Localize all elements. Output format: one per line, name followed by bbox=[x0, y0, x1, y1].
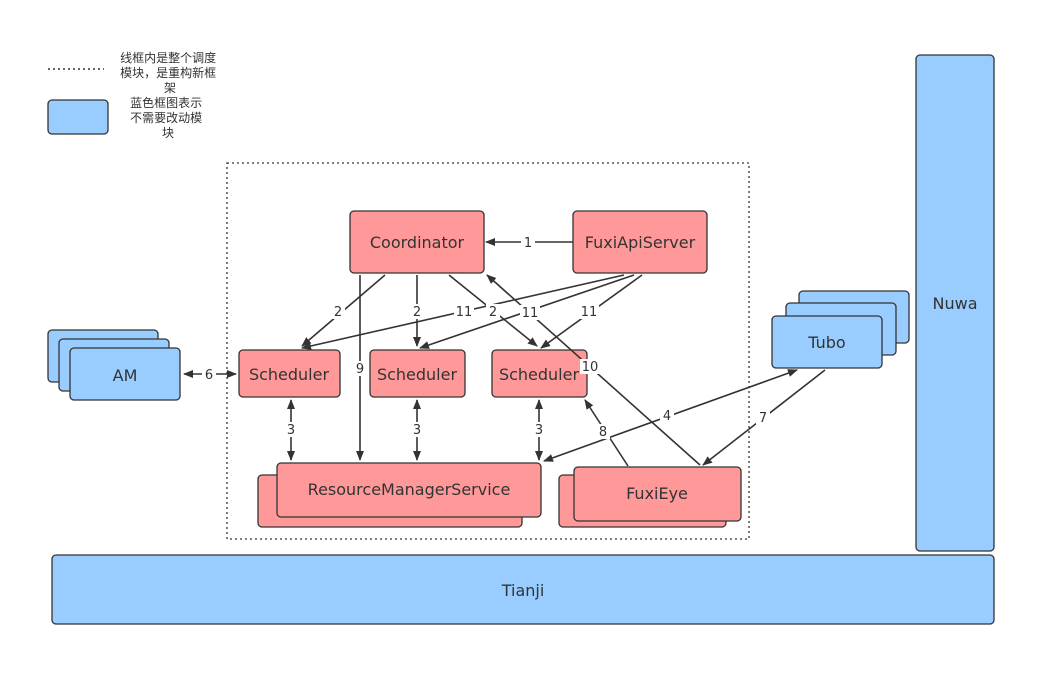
scheduler-label-1: Scheduler bbox=[249, 365, 330, 384]
edge-label-group: 1 2 2 2 11 11 11 9 3 3 3 6 4 7 8 10 bbox=[202, 235, 770, 440]
edge-label-3c: 3 bbox=[535, 423, 543, 438]
edge-label-11b: 11 bbox=[522, 306, 539, 321]
fuxiapiserver-label: FuxiApiServer bbox=[585, 233, 696, 252]
tianji-label: Tianji bbox=[501, 581, 545, 600]
edge-label-2b: 2 bbox=[413, 305, 421, 320]
legend-blue-box bbox=[47, 99, 109, 135]
edge-label-7: 7 bbox=[759, 411, 767, 426]
scheduler-label-2: Scheduler bbox=[377, 365, 458, 384]
edge-label-9: 9 bbox=[356, 362, 364, 377]
nuwa-node bbox=[915, 54, 995, 552]
fuxieye-label: FuxiEye bbox=[626, 484, 688, 503]
coordinator-label: Coordinator bbox=[370, 233, 465, 252]
edge-label-6: 6 bbox=[205, 368, 213, 383]
edge-label-4: 4 bbox=[663, 409, 671, 424]
tianji-node bbox=[51, 554, 995, 625]
legend-dotted-desc: 线框内是整个调度 模块，是重构新框 架 bbox=[120, 50, 220, 95]
fuxieye-node bbox=[558, 466, 742, 528]
edge-label-3b: 3 bbox=[413, 423, 421, 438]
nuwa-label: Nuwa bbox=[933, 294, 978, 313]
am-label: AM bbox=[113, 366, 138, 385]
coordinator-node bbox=[349, 210, 485, 274]
scheduler-node-1 bbox=[238, 349, 341, 398]
am-node bbox=[47, 329, 181, 401]
edge-label-11a: 11 bbox=[456, 305, 473, 320]
edge-label-2a: 2 bbox=[334, 305, 342, 320]
edge-label-11c: 11 bbox=[581, 305, 598, 320]
rms-node bbox=[257, 462, 542, 528]
edge-label-1: 1 bbox=[524, 236, 532, 251]
edge-label-3a: 3 bbox=[287, 423, 295, 438]
tubo-label: Tubo bbox=[807, 333, 845, 352]
legend-blue-desc: 蓝色框图表示 不需要改动模 块 bbox=[130, 96, 206, 140]
scheduler-label-3: Scheduler bbox=[499, 365, 580, 384]
scheduler-node-2 bbox=[369, 349, 466, 398]
rms-label: ResourceManagerService bbox=[308, 480, 511, 499]
edge-label-8: 8 bbox=[599, 425, 607, 440]
edge-label-10: 10 bbox=[582, 360, 599, 375]
edge-label-2c: 2 bbox=[489, 305, 497, 320]
scheduling-module-frame bbox=[226, 162, 750, 540]
tubo-node bbox=[771, 290, 910, 369]
